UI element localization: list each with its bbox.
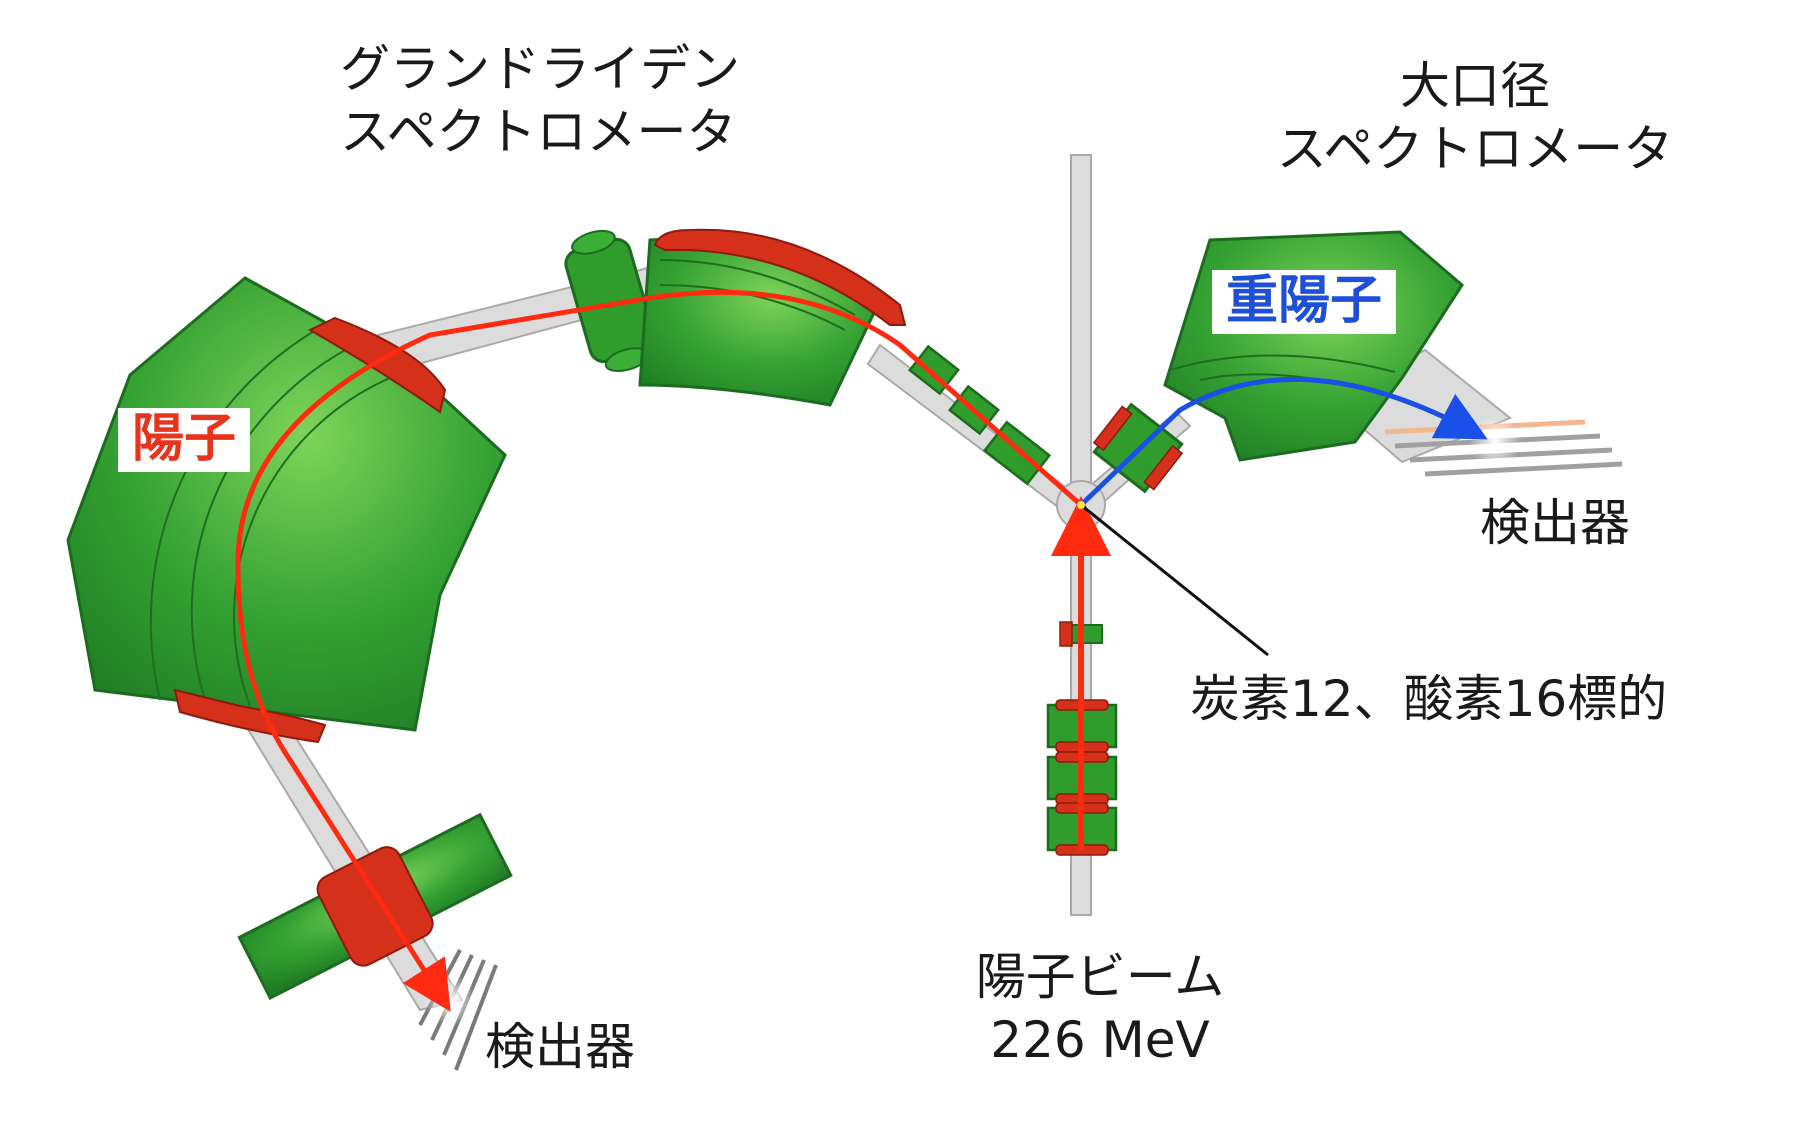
- beam-label: 陽子ビーム 226 MeV: [900, 946, 1300, 1071]
- grand-raiden-title-line1: グランドライデン: [340, 40, 740, 98]
- left-detector-label: 検出器: [485, 1018, 635, 1076]
- grand-raiden-title-line2: スペクトロメータ: [340, 102, 737, 161]
- large-acceptance-title: 大口径 スペクトロメータ: [1255, 55, 1695, 180]
- target-label: 炭素12、酸素16標的: [1190, 670, 1668, 728]
- large-acceptance-title-line1: 大口径: [1400, 57, 1550, 115]
- deuteron-track: [1079, 376, 1488, 507]
- target-point: [1077, 501, 1085, 509]
- proton-track: [235, 289, 1083, 1012]
- beam-label-line1: 陽子ビーム: [975, 948, 1225, 1006]
- target-leader-line: [1080, 503, 1269, 657]
- proton-tag: 陽子: [118, 408, 251, 472]
- grand-raiden-q1: [564, 229, 656, 372]
- right-detector-label: 検出器: [1480, 494, 1630, 552]
- right-detector-hit: [1469, 416, 1521, 468]
- deuteron-tag: 重陽子: [1212, 270, 1397, 334]
- large-acceptance-title-line2: スペクトロメータ: [1276, 119, 1674, 178]
- grand-raiden-dipole-2: [638, 228, 907, 407]
- grand-raiden-dipole-1: [66, 276, 507, 744]
- grand-raiden-title: グランドライデン スペクトロメータ: [340, 38, 740, 163]
- particle-tracks: [235, 289, 1488, 1012]
- beam-label-line2: 226 MeV: [990, 1010, 1210, 1069]
